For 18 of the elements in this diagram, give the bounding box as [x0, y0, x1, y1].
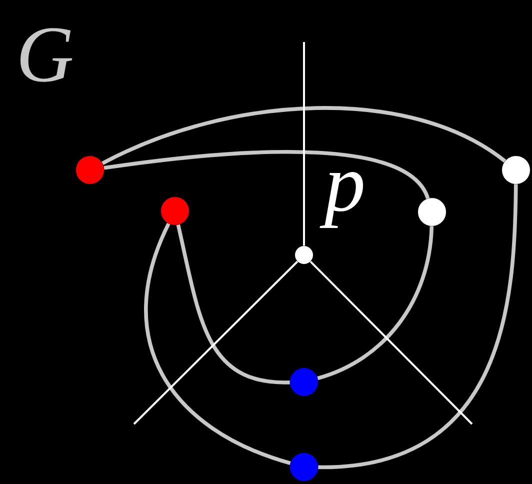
curve [318, 184, 518, 470]
vertex-dot [161, 197, 189, 225]
ray [310, 260, 473, 425]
curve [317, 226, 434, 380]
vertex-dot [290, 368, 318, 396]
point-label: p [320, 172, 364, 228]
vertex-dot [290, 453, 318, 481]
curve [104, 150, 430, 200]
curve [102, 106, 506, 165]
curve [176, 224, 290, 384]
ray [303, 42, 305, 246]
vertex-dot [418, 198, 446, 226]
center-point [295, 246, 313, 264]
ray [133, 260, 298, 425]
vertex-dot [76, 156, 104, 184]
vertex-dot [502, 156, 530, 184]
curve [144, 222, 291, 466]
graph-label: G [20, 28, 72, 82]
